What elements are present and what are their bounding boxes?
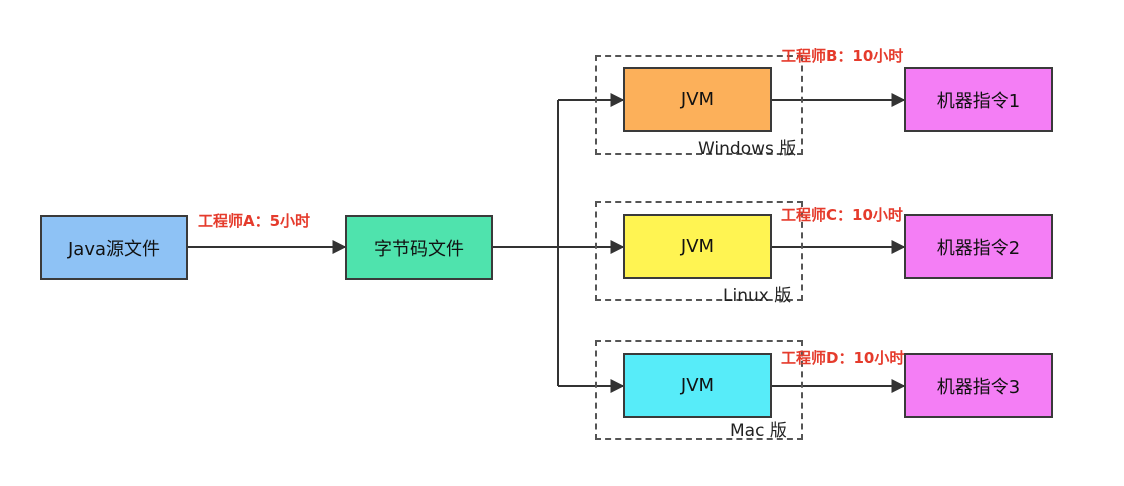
windows-version-label: Windows 版 — [698, 139, 797, 159]
engineer-d-label: 工程师D：10小时 — [781, 349, 905, 367]
bytecode-node: 字节码文件 — [345, 215, 493, 280]
mac-group — [595, 340, 803, 440]
machine-instruction-3-node: 机器指令3 — [904, 353, 1053, 418]
jvm-mac-node: JVM — [623, 353, 772, 418]
jvm-linux-node: JVM — [623, 214, 772, 279]
engineer-b-label: 工程师B：10小时 — [781, 47, 904, 65]
windows-group — [595, 55, 803, 155]
engineer-c-label: 工程师C：10小时 — [781, 206, 903, 224]
machine-instruction-2-node: 机器指令2 — [904, 214, 1053, 279]
mac-version-label: Mac 版 — [730, 421, 787, 441]
linux-version-label: Linux 版 — [723, 286, 792, 306]
jvm-windows-node: JVM — [623, 67, 772, 132]
java-source-node: Java源文件 — [40, 215, 188, 280]
machine-instruction-1-node: 机器指令1 — [904, 67, 1053, 132]
linux-group — [595, 201, 803, 301]
engineer-a-label: 工程师A：5小时 — [198, 212, 311, 230]
